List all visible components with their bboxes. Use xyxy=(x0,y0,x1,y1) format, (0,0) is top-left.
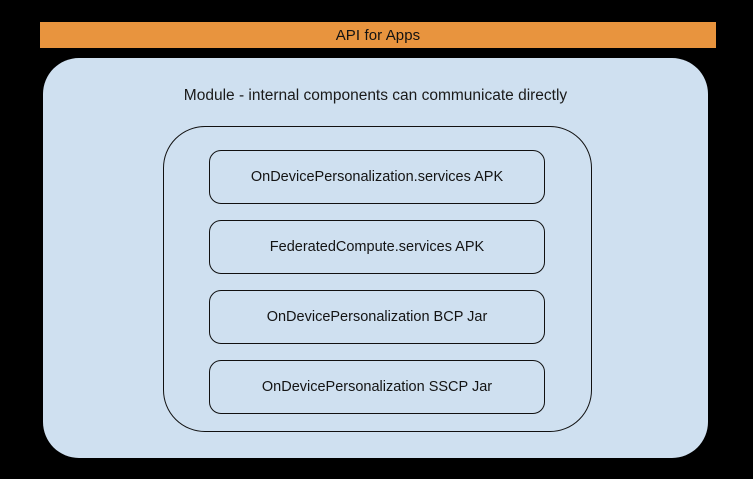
component-label: OnDevicePersonalization SSCP Jar xyxy=(261,378,493,395)
api-for-apps-label: API for Apps xyxy=(335,26,421,44)
component-label: OnDevicePersonalization.services APK xyxy=(250,168,504,185)
component-box-ondevicepersonalization-sscp-jar: OnDevicePersonalization SSCP Jar xyxy=(209,360,545,414)
component-label: OnDevicePersonalization BCP Jar xyxy=(266,308,488,325)
module-container: Module - internal components can communi… xyxy=(43,58,708,458)
component-box-ondevicepersonalization-services-apk: OnDevicePersonalization.services APK xyxy=(209,150,545,204)
module-caption: Module - internal components can communi… xyxy=(183,87,568,104)
component-label: FederatedCompute.services APK xyxy=(269,238,485,255)
component-box-ondevicepersonalization-bcp-jar: OnDevicePersonalization BCP Jar xyxy=(209,290,545,344)
component-box-federatedcompute-services-apk: FederatedCompute.services APK xyxy=(209,220,545,274)
internal-components-boundary xyxy=(163,126,592,432)
component-list: OnDevicePersonalization.services APK Fed… xyxy=(209,150,545,414)
api-for-apps-banner: API for Apps xyxy=(40,22,716,48)
